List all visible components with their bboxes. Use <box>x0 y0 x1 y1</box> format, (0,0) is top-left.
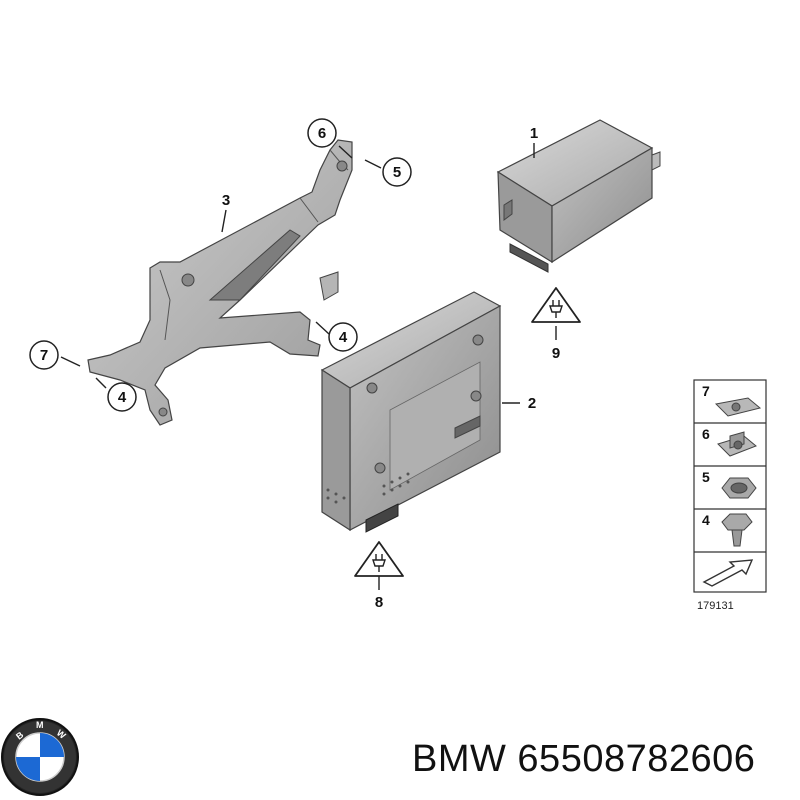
direction-arrow-icon <box>702 559 754 587</box>
svg-text:4: 4 <box>118 389 127 406</box>
hex-nut-icon <box>721 477 757 499</box>
svg-text:6: 6 <box>318 125 326 142</box>
label-1: 1 <box>530 125 538 142</box>
callout-4-right: 4 <box>328 322 358 352</box>
label-8: 8 <box>375 594 383 611</box>
label-9: 9 <box>552 345 560 362</box>
part-number-title: BMW 65508782606 <box>412 738 756 780</box>
diagram-code: 179131 <box>697 600 734 612</box>
svg-text:5: 5 <box>393 164 401 181</box>
legend-item-7: 7 <box>702 383 710 399</box>
legend-item-6: 6 <box>702 426 710 442</box>
callout-7: 7 <box>29 340 59 370</box>
callout-6: 6 <box>307 118 337 148</box>
control-module-1 <box>496 119 661 273</box>
svg-text:4: 4 <box>339 329 348 346</box>
legend-item-5: 5 <box>702 469 710 485</box>
hex-bolt-icon <box>721 513 753 547</box>
connector-warning-icon-9 <box>531 287 581 323</box>
hardware-legend: 7 6 5 4 <box>693 379 767 593</box>
svg-text:7: 7 <box>40 347 48 364</box>
callout-4-left: 4 <box>107 382 137 412</box>
svg-text:M: M <box>36 720 44 730</box>
control-module-2 <box>320 291 502 533</box>
svg-text:B: B <box>14 729 26 741</box>
label-2: 2 <box>528 395 536 412</box>
clip-nut-icon <box>714 397 762 417</box>
cage-nut-icon <box>717 431 757 457</box>
callout-5: 5 <box>382 157 412 187</box>
legend-item-4: 4 <box>702 512 710 528</box>
leader-lines <box>60 143 557 590</box>
bmw-logo: B M W <box>1 718 79 796</box>
bracket-part <box>87 139 353 426</box>
connector-warning-icon-8 <box>354 541 404 577</box>
label-3: 3 <box>222 192 230 209</box>
